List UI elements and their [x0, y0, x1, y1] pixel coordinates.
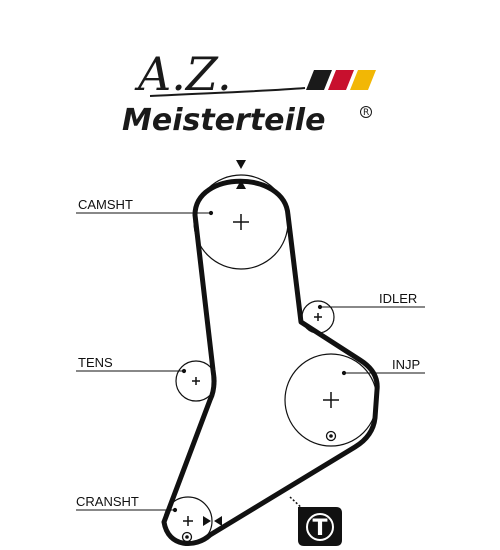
crankshaft-arrow-right-icon: [203, 516, 211, 526]
idler-center-plus-icon: [314, 313, 322, 321]
leader-lines: [76, 210, 425, 513]
tension-badge-ring: [306, 513, 334, 541]
camshaft-center-plus-icon: [233, 214, 249, 230]
logo-underline-swash: [149, 87, 306, 97]
tension-badge-box: [298, 507, 342, 546]
timing-arrows: [203, 160, 246, 526]
registered-mark: R: [363, 108, 369, 118]
timing-dots: [181, 430, 337, 543]
timing-belt: [161, 178, 380, 546]
camshaft-top-arrow-down-icon: [236, 160, 246, 169]
crankshaft-arrow-left-icon: [214, 516, 222, 526]
camshaft-top-arrow-up-icon: [236, 180, 246, 189]
center-marks: [183, 214, 339, 526]
injection-pump-center-plus-icon: [323, 392, 339, 408]
label-idler: IDLER: [379, 291, 417, 306]
logo-brand-text: Meisterteile: [122, 103, 325, 138]
injection-pump-timing-dot-icon: [325, 430, 337, 442]
label-camshaft: CAMSHT: [78, 197, 133, 212]
logo-stripe-red: [328, 70, 354, 90]
crankshaft-timing-dot-icon: [181, 531, 193, 543]
logo-stripe-black: [306, 70, 332, 90]
tension-badge-letter: T: [312, 516, 327, 541]
brand-logo: A.Z. Meisterteile R: [122, 47, 376, 138]
tensioner-center-plus-icon: [192, 377, 200, 385]
crankshaft-center-plus-icon: [183, 516, 193, 526]
logo-stripes: [306, 70, 376, 90]
label-injection-pump: INJP: [392, 357, 420, 372]
tension-badge: T: [289, 496, 342, 546]
component-labels: CAMSHT IDLER TENS INJP CRANSHT: [76, 197, 420, 509]
label-tensioner: TENS: [78, 355, 113, 370]
label-crankshaft: CRANSHT: [76, 494, 139, 509]
registered-mark-circle: [360, 106, 372, 118]
logo-stripe-gold: [350, 70, 376, 90]
